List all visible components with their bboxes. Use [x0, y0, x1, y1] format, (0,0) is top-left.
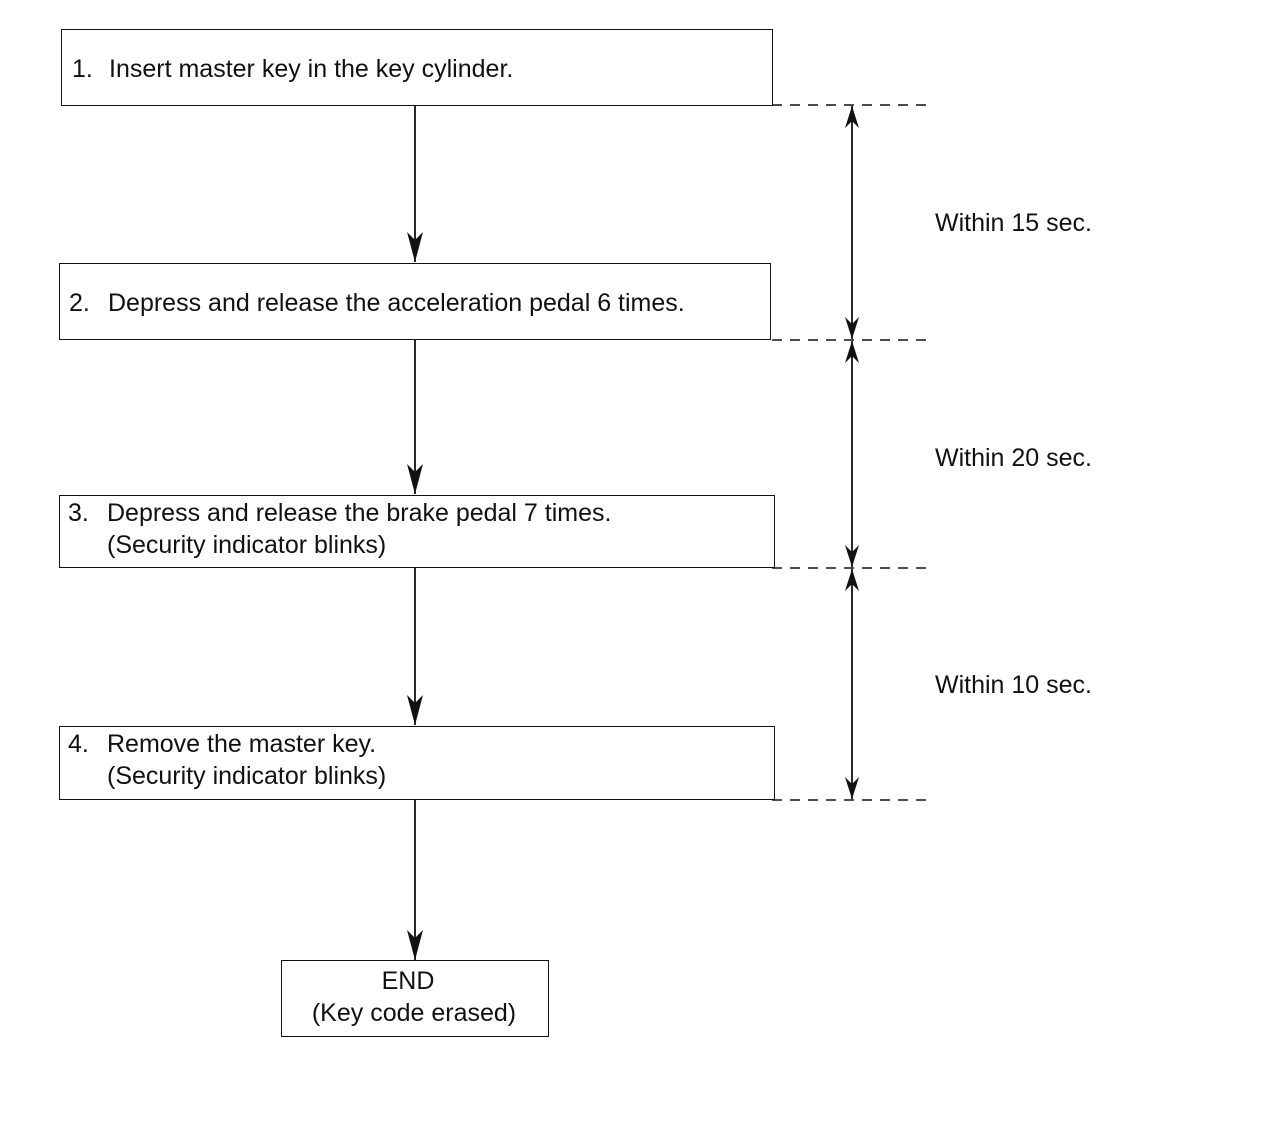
step-2-box: 2. Depress and release the acceleration …	[59, 263, 771, 340]
end-subtitle: (Key code erased)	[311, 999, 517, 1027]
step-4-box: 4. Remove the master key. (Security indi…	[59, 726, 775, 800]
step-2-number: 2.	[69, 289, 90, 317]
step-4-note: (Security indicator blinks)	[107, 762, 387, 790]
timing-interval-arrow-2	[845, 341, 859, 567]
step-1-box: 1. Insert master key in the key cylinder…	[61, 29, 773, 106]
flow-arrowhead-1-to-2	[407, 232, 423, 262]
step-1-number: 1.	[72, 55, 93, 83]
flow-arrowhead-2-to-3	[407, 464, 423, 494]
timing-interval-arrow-1	[845, 106, 859, 339]
step-4-number: 4.	[68, 730, 89, 758]
end-box: END (Key code erased)	[281, 960, 549, 1037]
step-3-box: 3. Depress and release the brake pedal 7…	[59, 495, 775, 568]
step-1-text: Insert master key in the key cylinder.	[109, 55, 514, 83]
flow-arrowhead-4-to-end	[407, 930, 423, 960]
step-3-number: 3.	[68, 499, 89, 527]
timing-interval-arrow-3	[845, 569, 859, 799]
end-title: END	[381, 967, 435, 995]
step-3-note: (Security indicator blinks)	[107, 531, 387, 559]
step-2-text: Depress and release the acceleration ped…	[108, 289, 685, 317]
step-3-text: Depress and release the brake pedal 7 ti…	[107, 499, 612, 527]
flow-arrowhead-3-to-4	[407, 695, 423, 725]
timing-label-1: Within 15 sec.	[935, 209, 1093, 237]
timing-label-2: Within 20 sec.	[935, 444, 1093, 472]
timing-label-3: Within 10 sec.	[935, 671, 1093, 699]
step-4-text: Remove the master key.	[107, 730, 377, 758]
